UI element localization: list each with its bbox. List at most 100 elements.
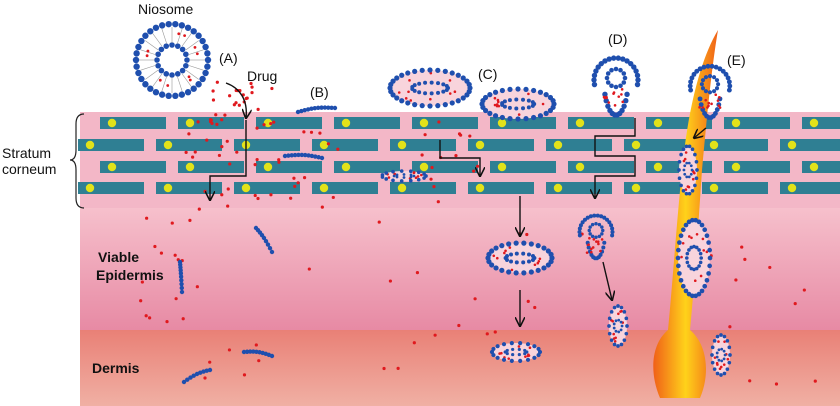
drug-dot bbox=[705, 250, 709, 254]
bead bbox=[614, 319, 618, 323]
bead bbox=[315, 105, 321, 111]
drug-dot bbox=[420, 173, 423, 177]
bead bbox=[495, 355, 500, 360]
drug-dot bbox=[420, 153, 424, 157]
corneocyte bbox=[802, 161, 840, 173]
bead bbox=[577, 233, 582, 238]
bead bbox=[598, 60, 604, 67]
bilayer-tail bbox=[176, 76, 183, 92]
bead bbox=[429, 80, 434, 85]
bead bbox=[605, 80, 611, 85]
bead bbox=[537, 113, 544, 119]
bead bbox=[204, 63, 211, 70]
vesicle-e-core bbox=[699, 74, 721, 95]
bead bbox=[296, 152, 301, 158]
lipid-dot bbox=[419, 118, 429, 128]
drug-dot bbox=[145, 54, 149, 58]
bead bbox=[147, 85, 154, 92]
bead bbox=[711, 89, 717, 94]
bead bbox=[591, 77, 597, 83]
bead bbox=[609, 83, 614, 89]
drug-dot bbox=[690, 236, 693, 240]
bead bbox=[305, 107, 311, 112]
bilayer-tail bbox=[140, 64, 156, 71]
bead bbox=[169, 42, 175, 48]
drug-dot bbox=[277, 160, 281, 164]
lipid-dot bbox=[709, 183, 719, 193]
viable-label-line2: Epidermis bbox=[96, 267, 164, 283]
bead bbox=[700, 107, 706, 112]
drug-dot bbox=[527, 354, 531, 357]
bead bbox=[416, 177, 421, 182]
drug-dot bbox=[597, 242, 600, 246]
bead bbox=[692, 244, 696, 249]
bead bbox=[693, 293, 699, 299]
bead bbox=[158, 22, 166, 29]
bead bbox=[727, 360, 732, 365]
bead bbox=[588, 225, 592, 229]
drug-dot bbox=[296, 181, 300, 185]
drug-dot bbox=[423, 133, 427, 137]
bead bbox=[185, 377, 190, 382]
bead bbox=[599, 214, 604, 219]
bead bbox=[316, 155, 321, 160]
bead bbox=[441, 89, 446, 94]
drug-dot bbox=[453, 90, 457, 94]
vesicle-dermis-outer bbox=[489, 341, 543, 363]
drug-dot bbox=[695, 232, 699, 236]
bead bbox=[248, 349, 253, 354]
bead bbox=[184, 57, 190, 63]
bead bbox=[600, 225, 604, 229]
drug-dot bbox=[195, 285, 199, 289]
corneocyte bbox=[256, 117, 322, 129]
bead bbox=[535, 243, 541, 249]
vesicle-deep-2-outer bbox=[710, 333, 732, 377]
bead bbox=[688, 87, 694, 93]
drug-dot bbox=[430, 165, 434, 170]
corneocyte bbox=[178, 161, 244, 173]
corneocyte bbox=[780, 139, 840, 151]
lipid-dot bbox=[653, 118, 663, 128]
bead bbox=[602, 215, 607, 220]
bead bbox=[716, 82, 721, 87]
bead bbox=[517, 352, 521, 357]
bead bbox=[692, 267, 696, 272]
bead bbox=[622, 310, 627, 314]
bead bbox=[530, 254, 535, 259]
lipid-dot bbox=[85, 183, 95, 193]
lipid-dot bbox=[319, 183, 329, 193]
bead bbox=[609, 310, 614, 314]
bead bbox=[158, 67, 165, 74]
bead bbox=[695, 168, 699, 172]
drug-dot bbox=[698, 106, 701, 109]
bead bbox=[701, 64, 707, 70]
bead bbox=[492, 113, 499, 119]
drug-dot bbox=[166, 84, 170, 87]
bead bbox=[493, 245, 499, 251]
drug-dot bbox=[228, 162, 232, 166]
bead bbox=[133, 50, 140, 57]
bead bbox=[269, 249, 275, 255]
bilayer-tail bbox=[185, 40, 199, 51]
drug-dot bbox=[684, 188, 688, 191]
vesicle-d bbox=[591, 55, 641, 118]
drug-dot bbox=[227, 348, 232, 352]
drug-dot bbox=[723, 340, 726, 343]
bead bbox=[715, 334, 720, 339]
drug-dot bbox=[713, 356, 717, 359]
bead bbox=[726, 87, 732, 93]
bead bbox=[442, 68, 448, 74]
bead bbox=[612, 326, 616, 330]
bead bbox=[677, 176, 682, 181]
bead bbox=[603, 97, 609, 104]
bead bbox=[720, 359, 724, 363]
bead bbox=[515, 116, 521, 122]
lipid-dot bbox=[575, 162, 585, 172]
drug-dot bbox=[184, 150, 188, 154]
drug-dot bbox=[701, 106, 705, 109]
drug-dot bbox=[699, 274, 703, 278]
bead bbox=[693, 183, 697, 188]
lipid-dot bbox=[263, 162, 273, 172]
drug-dot bbox=[680, 255, 683, 259]
drug-dot bbox=[599, 249, 602, 253]
